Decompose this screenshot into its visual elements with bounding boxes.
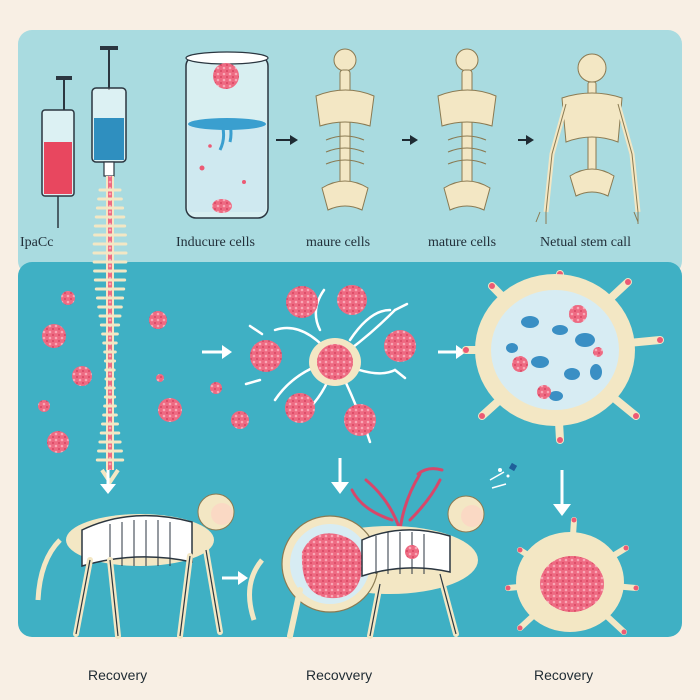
label-induced-cells: Inducure cells [176, 235, 255, 250]
beaker-icon [186, 52, 268, 218]
label-ipsc: IpaCc [20, 235, 53, 250]
label-recovery-3: Recovery [534, 667, 593, 683]
label-recovery-1: Recovery [88, 667, 147, 683]
label-neural-stem-cell: Netual stem call [540, 235, 631, 250]
label-mature-cells-1: maure cells [306, 235, 370, 250]
label-recovery-2: Recovvery [306, 667, 372, 683]
label-mature-cells-2: mature cells [428, 235, 496, 250]
